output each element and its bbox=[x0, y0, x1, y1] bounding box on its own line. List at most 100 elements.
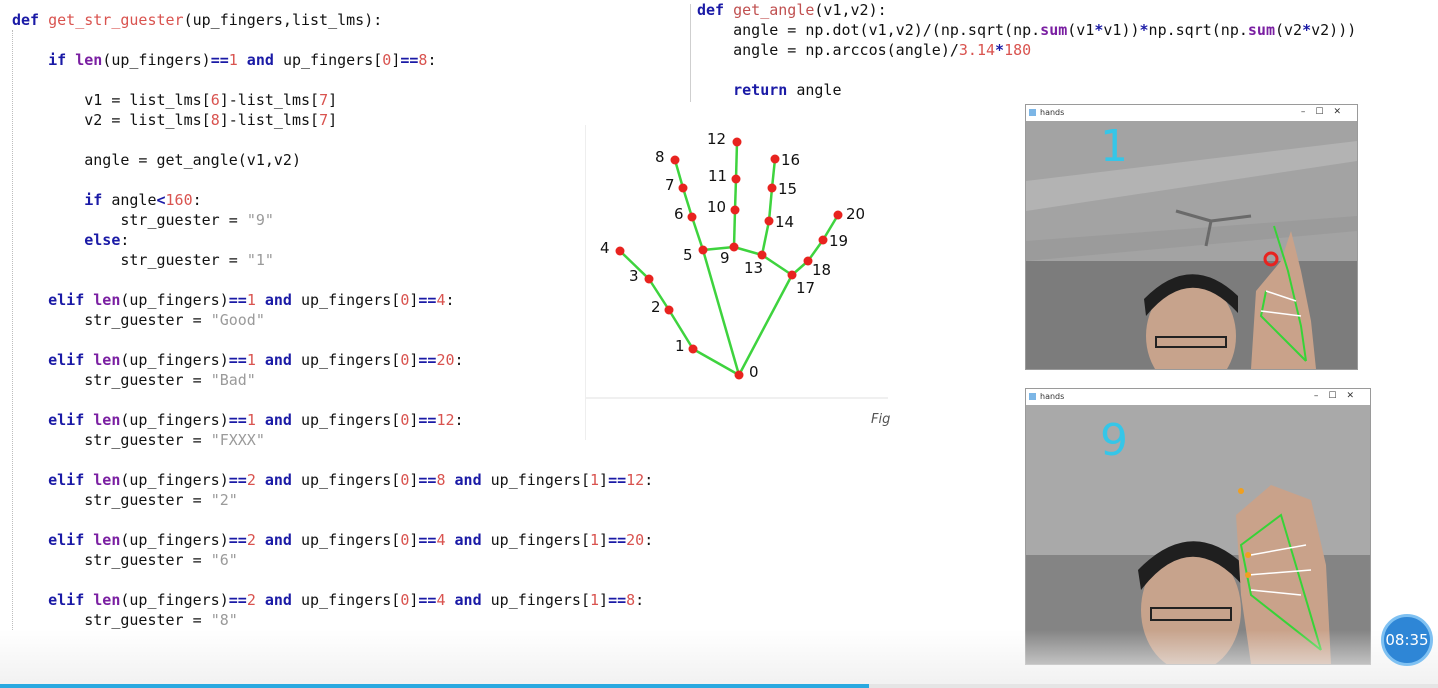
landmark-point bbox=[757, 250, 767, 260]
code-line: str_guester = "9" bbox=[12, 211, 274, 229]
camera-window-1[interactable]: hands –☐✕ bbox=[1025, 104, 1358, 370]
landmark-point bbox=[729, 242, 739, 252]
landmark-point bbox=[670, 155, 680, 165]
code-line: else: bbox=[84, 231, 130, 249]
code-line: str_guester = "FXXX" bbox=[12, 431, 265, 449]
window-titlebar[interactable]: hands –☐✕ bbox=[1026, 389, 1370, 404]
landmark-point bbox=[764, 216, 774, 226]
landmark-point bbox=[664, 305, 674, 315]
hand-bone bbox=[733, 178, 738, 211]
code-line: str_guester = "6" bbox=[12, 551, 238, 569]
landmark-point bbox=[770, 154, 780, 164]
landmark-point bbox=[730, 205, 740, 215]
hand-bone bbox=[702, 245, 735, 252]
code-line: elif len(up_fingers)==2 and up_fingers[0… bbox=[48, 471, 654, 489]
video-progress-fill[interactable] bbox=[0, 684, 869, 688]
hand-bone bbox=[647, 278, 671, 311]
camera-feed: 1 bbox=[1026, 121, 1357, 369]
bottom-fade bbox=[0, 630, 1438, 684]
code-line: str_guester = "Good" bbox=[12, 311, 265, 329]
code-line: elif len(up_fingers)==1 and up_fingers[0… bbox=[48, 291, 455, 309]
window-app-icon bbox=[1029, 109, 1036, 116]
code-line: elif len(up_fingers)==2 and up_fingers[0… bbox=[48, 531, 654, 549]
landmark-point bbox=[698, 245, 708, 255]
hand bbox=[1251, 231, 1316, 369]
landmark-label: 9 bbox=[720, 249, 730, 267]
window-controls[interactable]: –☐✕ bbox=[1313, 391, 1364, 401]
landmark-label: 11 bbox=[708, 167, 727, 185]
code-line: angle = get_angle(v1,v2) bbox=[12, 151, 301, 169]
landmark-label: 10 bbox=[707, 198, 726, 216]
landmark-label: 2 bbox=[651, 298, 661, 316]
landmark-point bbox=[833, 210, 843, 220]
landmark-label: 16 bbox=[781, 151, 800, 169]
landmark-label: 19 bbox=[829, 232, 848, 250]
code-line: v2 = list_lms[8]-list_lms[7] bbox=[12, 111, 338, 129]
hand-bone bbox=[667, 309, 695, 350]
video-time-badge[interactable]: 08:35 bbox=[1381, 614, 1433, 666]
landmark-label: 18 bbox=[812, 261, 831, 279]
fingertip-marker bbox=[1263, 251, 1279, 267]
landmark-label: 20 bbox=[846, 205, 865, 223]
window-titlebar[interactable]: hands –☐✕ bbox=[1026, 105, 1357, 120]
hand-bone bbox=[737, 274, 794, 376]
code-line: str_guester = "1" bbox=[12, 251, 274, 269]
landmark-label: 12 bbox=[707, 130, 726, 148]
hand-bone bbox=[692, 347, 740, 377]
code-line: str_guester = "8" bbox=[12, 611, 238, 629]
window-title: hands bbox=[1040, 108, 1065, 117]
code-line: return angle bbox=[733, 81, 842, 99]
landmark-point bbox=[787, 270, 797, 280]
hand-bone bbox=[761, 253, 793, 277]
code-line: angle = np.arccos(angle)/3.14*180 bbox=[697, 41, 1032, 59]
landmark-label: 1 bbox=[675, 337, 685, 355]
landmark-label: 17 bbox=[796, 279, 815, 297]
camera-scene bbox=[1026, 405, 1370, 664]
window-app-icon bbox=[1029, 393, 1036, 400]
camera-scene bbox=[1026, 121, 1357, 369]
gesture-result: 1 bbox=[1100, 121, 1128, 172]
landmark-label: 7 bbox=[665, 176, 675, 194]
ceiling-fan bbox=[1175, 209, 1252, 247]
hand-bone bbox=[619, 250, 650, 280]
code-line: elif len(up_fingers)==1 and up_fingers[0… bbox=[48, 411, 464, 429]
indent-guide bbox=[12, 30, 14, 630]
code-line: if angle<160: bbox=[84, 191, 202, 209]
landmark-point bbox=[734, 370, 744, 380]
landmark-label: 15 bbox=[778, 180, 797, 198]
indent-guide bbox=[690, 4, 692, 102]
code-line: def get_angle(v1,v2): bbox=[697, 1, 887, 19]
hand-bone bbox=[821, 214, 840, 241]
landmark-point bbox=[678, 183, 688, 193]
code-line: angle = np.dot(v1,v2)/(np.sqrt(np.sum(v1… bbox=[697, 21, 1357, 39]
landmark-label: 14 bbox=[775, 213, 794, 231]
landmark-label: 5 bbox=[683, 246, 693, 264]
window-controls[interactable]: –☐✕ bbox=[1300, 107, 1351, 117]
hand-bone bbox=[733, 245, 763, 257]
landmark-point bbox=[732, 137, 742, 147]
camera-window-2[interactable]: hands –☐✕ 9 bbox=[1025, 388, 1371, 665]
code-line: str_guester = "2" bbox=[12, 491, 238, 509]
code-line: if len(up_fingers)==1 and up_fingers[0]=… bbox=[48, 51, 437, 69]
landmark-label: 0 bbox=[749, 363, 759, 381]
landmark-point bbox=[644, 274, 654, 284]
code-line: def get_str_guester(up_fingers,list_lms)… bbox=[12, 11, 383, 29]
landmark-point bbox=[688, 344, 698, 354]
hand-bone bbox=[690, 216, 705, 251]
figure-caption: Fig bbox=[871, 412, 891, 427]
landmark-point bbox=[615, 246, 625, 256]
landmark-point bbox=[818, 235, 828, 245]
hand-bone bbox=[770, 158, 777, 189]
landmark-label: 8 bbox=[655, 148, 665, 166]
hand-bone bbox=[732, 209, 737, 248]
landmark-point bbox=[803, 256, 813, 266]
landmark-label: 13 bbox=[744, 259, 763, 277]
window-title: hands bbox=[1040, 392, 1065, 401]
gesture-result: 9 bbox=[1100, 415, 1128, 466]
hand-bone bbox=[701, 249, 741, 376]
code-line: elif len(up_fingers)==1 and up_fingers[0… bbox=[48, 351, 464, 369]
hand-bone bbox=[760, 220, 771, 256]
camera-feed: 9 bbox=[1026, 405, 1370, 664]
code-line: elif len(up_fingers)==2 and up_fingers[0… bbox=[48, 591, 645, 609]
